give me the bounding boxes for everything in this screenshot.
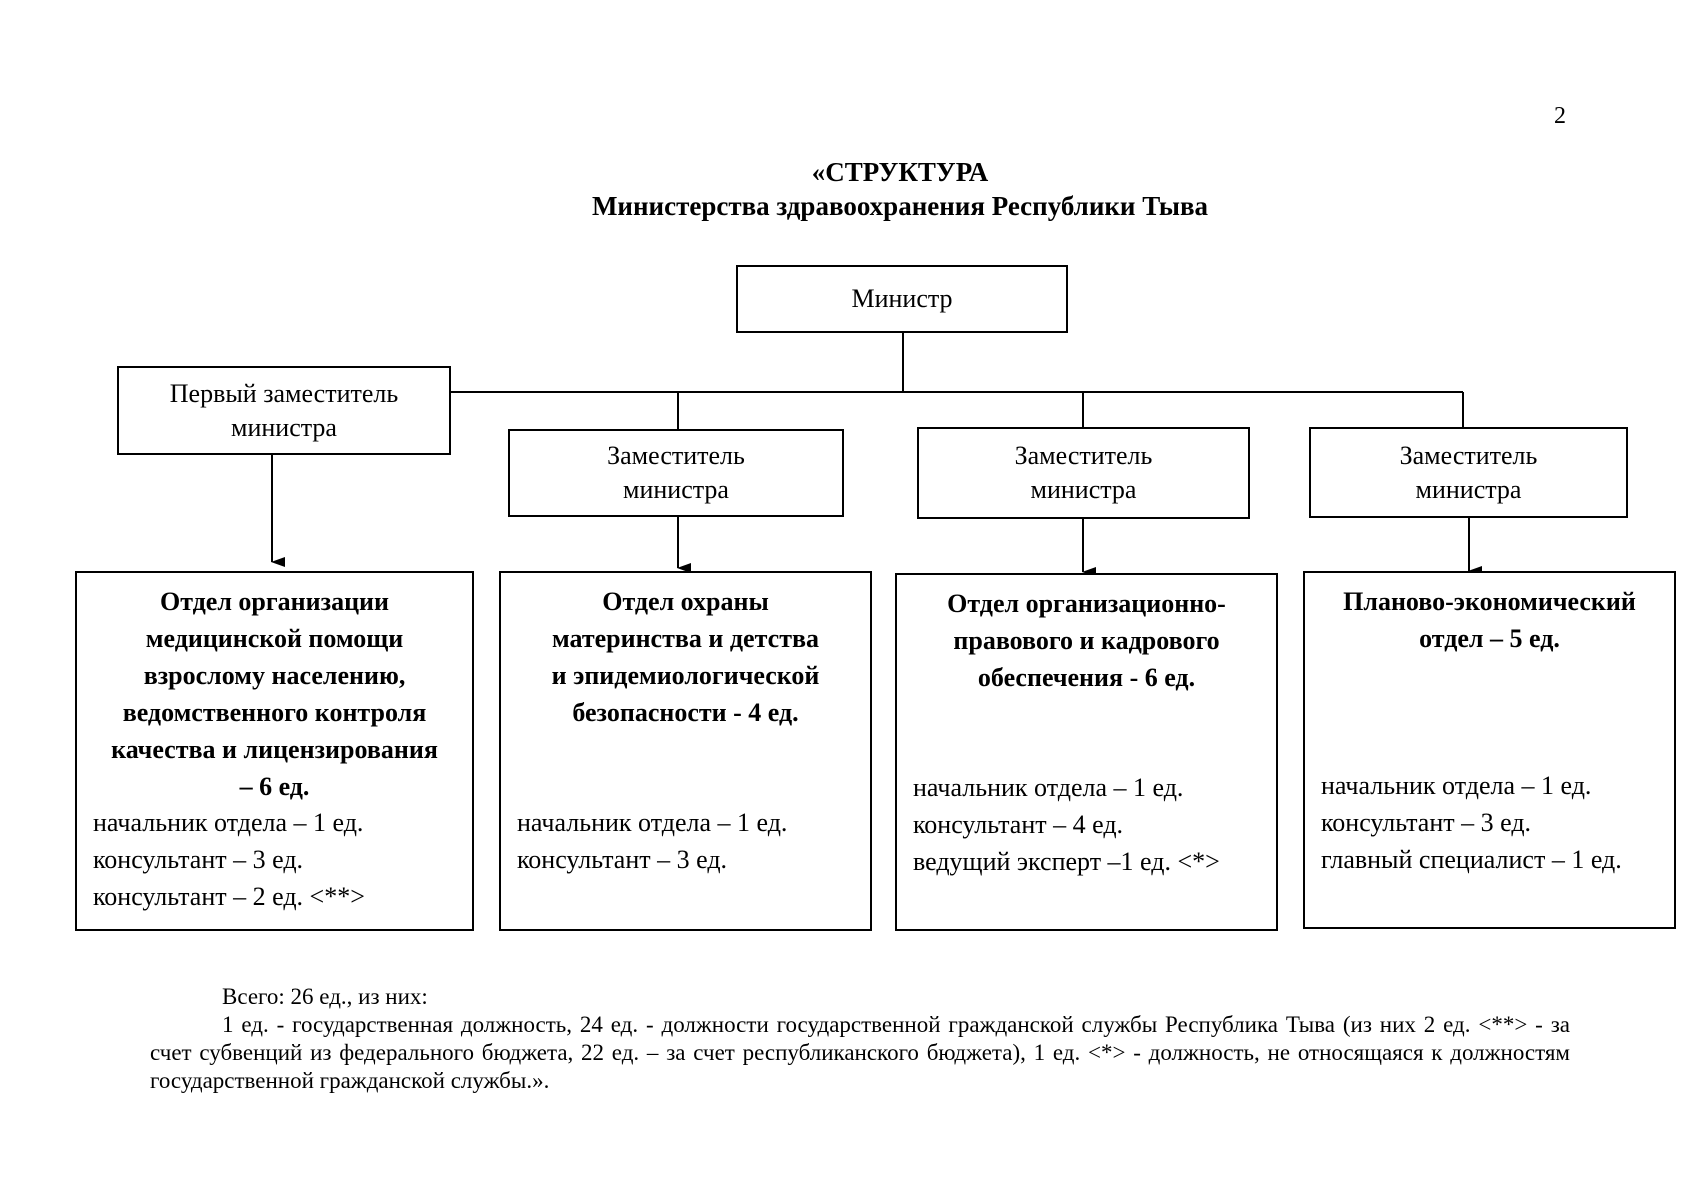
staff-list: начальник отдела – 1 ед. консультант – 3… (1321, 767, 1666, 878)
deputy-3-line-2: министра (1415, 474, 1522, 504)
department-title-line: Отдел организационно- (947, 589, 1226, 618)
deputy-1-line-2: министра (623, 475, 729, 504)
department-title-line: правового и кадрового (953, 626, 1220, 655)
department-box-planning-economic: Планово-экономический отдел – 5 ед. нача… (1303, 571, 1676, 929)
minister-box: Министр (736, 265, 1068, 333)
department-box-maternity: Отдел охраны материнства и детства и эпи… (499, 571, 872, 931)
department-title-line: взрослому населению, (143, 661, 406, 690)
department-title-line: – 6 ед. (239, 772, 310, 801)
department-box-adult-care: Отдел организации медицинской помощи взр… (75, 571, 474, 931)
staff-item: начальник отдела – 1 ед. (1321, 771, 1592, 800)
staff-item: консультант – 3 ед. (93, 845, 304, 874)
department-title: Планово-экономический отдел – 5 ед. (1319, 583, 1660, 657)
deputy-3-line-1: Заместитель (1399, 440, 1538, 470)
footer-body: 1 ед. - государственная должность, 24 ед… (150, 1012, 1570, 1093)
department-title-line: Планово-экономический (1343, 587, 1636, 616)
department-title-line: ведомственного контроля (122, 698, 427, 727)
staff-item: ведущий эксперт –1 ед. <*> (913, 847, 1220, 876)
department-title-line: медицинской помощи (145, 624, 404, 653)
department-title: Отдел организации медицинской помощи взр… (91, 583, 458, 805)
department-title-line: и эпидемиологической (551, 661, 820, 690)
staff-item: консультант – 3 ед. (517, 845, 728, 874)
deputy-2-line-1: Заместитель (1014, 441, 1153, 470)
department-title-line: Отдел организации (159, 587, 390, 616)
minister-label: Министр (851, 284, 953, 313)
deputy-1-line-1: Заместитель (607, 441, 745, 470)
staff-item: консультант – 3 ед. (1321, 808, 1532, 837)
department-title: Отдел охраны материнства и детства и эпи… (515, 583, 856, 731)
staff-list: начальник отдела – 1 ед. консультант – 3… (517, 804, 862, 878)
footer-notes: Всего: 26 ед., из них: 1 ед. - государст… (150, 983, 1570, 1095)
deputy-box-2: Заместитель министра (917, 427, 1250, 519)
title-line-2: Министерства здравоохранения Республики … (591, 191, 1209, 221)
staff-item: консультант – 4 ед. (913, 810, 1124, 839)
first-deputy-line-2: министра (231, 412, 337, 442)
staff-item: начальник отдела – 1 ед. (93, 808, 364, 837)
department-title-line: отдел – 5 ед. (1419, 624, 1560, 653)
footer-total: Всего: 26 ед., из них: (222, 984, 428, 1009)
department-title-line: безопасности - 4 ед. (572, 698, 799, 727)
staff-item: начальник отдела – 1 ед. (517, 808, 788, 837)
staff-item: начальник отдела – 1 ед. (913, 773, 1184, 802)
staff-item: консультант – 2 ед. <**> (93, 882, 365, 911)
first-deputy-line-1: Первый заместитель (169, 378, 399, 408)
staff-item: главный специалист – 1 ед. (1321, 845, 1622, 874)
department-title-line: обеспечения - 6 ед. (977, 663, 1196, 692)
department-title-line: качества и лицензирования (111, 735, 438, 764)
department-title-line: материнства и детства (551, 624, 820, 653)
page-number: 2 (1554, 103, 1566, 129)
deputy-box-3: Заместитель министра (1309, 427, 1628, 518)
first-deputy-box: Первый заместитель министра (117, 366, 451, 455)
deputy-box-1: Заместитель министра (508, 429, 844, 517)
document-title: «СТРУКТУРА Министерства здравоохранения … (400, 155, 1400, 223)
staff-list: начальник отдела – 1 ед. консультант – 3… (93, 804, 464, 915)
deputy-2-line-2: министра (1030, 475, 1137, 504)
department-box-legal-hr: Отдел организационно- правового и кадров… (895, 573, 1278, 931)
title-line-1: «СТРУКТУРА (811, 157, 989, 187)
staff-list: начальник отдела – 1 ед. консультант – 4… (913, 769, 1268, 880)
department-title: Отдел организационно- правового и кадров… (911, 585, 1262, 696)
department-title-line: Отдел охраны (602, 587, 769, 616)
